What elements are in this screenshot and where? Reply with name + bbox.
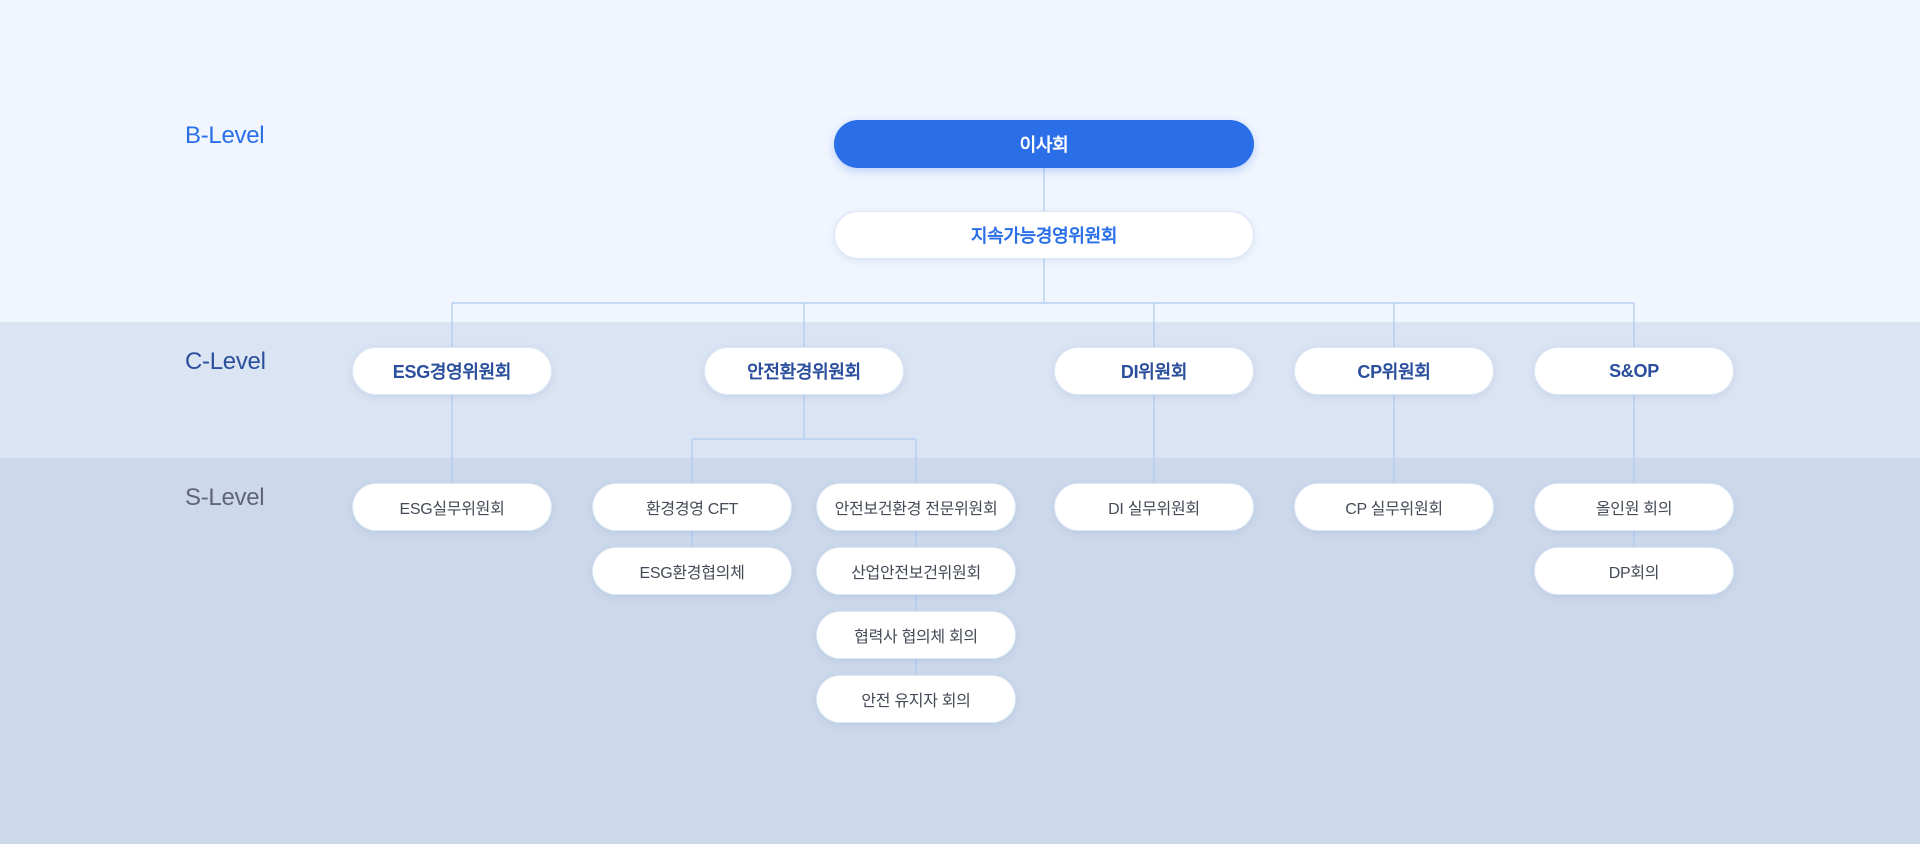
- c-level-label: C-Level: [185, 348, 266, 375]
- esg-working-committee-node[interactable]: ESG실무위원회: [352, 483, 552, 531]
- industrial-safety-health-committee-node[interactable]: 산업안전보건위원회: [816, 547, 1016, 595]
- esg-environment-council-node[interactable]: ESG환경협의체: [592, 547, 792, 595]
- di-working-committee-node[interactable]: DI 실무위원회: [1054, 483, 1254, 531]
- environment-cft-node[interactable]: 환경경영 CFT: [592, 483, 792, 531]
- di-committee-node[interactable]: DI위원회: [1054, 347, 1254, 395]
- cp-committee-node[interactable]: CP위원회: [1294, 347, 1494, 395]
- board-node[interactable]: 이사회: [834, 120, 1254, 168]
- safety-health-env-expert-committee-node[interactable]: 안전보건환경 전문위원회: [816, 483, 1016, 531]
- sustainability-committee-node[interactable]: 지속가능경영위원회: [834, 211, 1254, 259]
- partner-council-meeting-node[interactable]: 협력사 협의체 회의: [816, 611, 1016, 659]
- esg-committee-node[interactable]: ESG경영위원회: [352, 347, 552, 395]
- safety-environment-committee-node[interactable]: 안전환경위원회: [704, 347, 904, 395]
- s-level-label: S-Level: [185, 484, 265, 511]
- dp-meeting-node[interactable]: DP회의: [1534, 547, 1734, 595]
- b-level-label: B-Level: [185, 122, 265, 149]
- safety-maintenance-meeting-node[interactable]: 안전 유지자 회의: [816, 675, 1016, 723]
- all-in-one-meeting-node[interactable]: 올인원 회의: [1534, 483, 1734, 531]
- cp-working-committee-node[interactable]: CP 실무위원회: [1294, 483, 1494, 531]
- sop-node[interactable]: S&OP: [1534, 347, 1734, 395]
